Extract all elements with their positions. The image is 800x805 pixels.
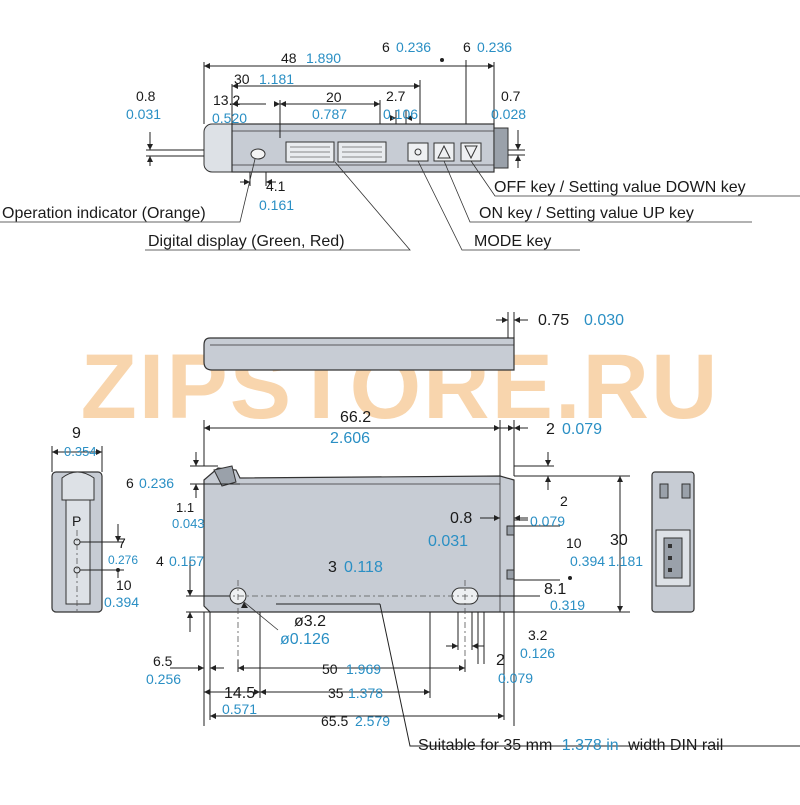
side-clip <box>213 465 237 487</box>
dim-3-in: 0.118 <box>344 559 383 576</box>
dim-13-2-in: 0.520 <box>212 110 247 126</box>
end-view-left: P 9 0.354 7 0.276 10 0.394 <box>51 425 139 613</box>
dim-8-1: 8.1 <box>544 581 566 598</box>
dim-35: 35 <box>328 685 344 701</box>
callout-digital-display: Digital display (Green, Red) <box>148 233 345 250</box>
dim-0-7: 0.7 <box>501 88 521 104</box>
dim-20: 20 <box>326 89 342 105</box>
callout-off-key: OFF key / Setting value DOWN key <box>494 179 746 196</box>
dim-2: 2 <box>546 421 555 438</box>
dim-14-5: 14.5 <box>224 685 255 702</box>
profile-outline <box>203 337 515 371</box>
dim-6-5: 6.5 <box>153 653 173 669</box>
dim-6-5-in: 0.256 <box>146 671 181 687</box>
dim-8-1-in: 0.319 <box>550 597 585 613</box>
top-view: 48 1.890 6 0.236 6 0.236 30 1.181 0.8 0.… <box>0 39 800 251</box>
end-left-face <box>65 499 91 605</box>
callout-on-key: ON key / Setting value UP key <box>479 205 694 222</box>
dim-14-5-in: 0.571 <box>222 701 257 717</box>
din-note-pre: Suitable for 35 mm <box>418 737 552 754</box>
dim-20-in: 0.787 <box>312 106 347 122</box>
dim-2c-in: 0.079 <box>498 670 533 686</box>
callout-mode-key: MODE key <box>474 233 551 250</box>
dim-0-8-in: 0.031 <box>126 106 161 122</box>
dim-30: 30 <box>234 71 250 87</box>
dim-4-1-in: 0.161 <box>259 197 294 213</box>
dim-6-in: 0.236 <box>139 475 174 491</box>
operation-indicator-led <box>250 148 266 160</box>
dim-0-75-in: 0.030 <box>584 312 624 329</box>
end-right-connector-inner <box>663 537 683 579</box>
dim-2-7: 2.7 <box>386 88 406 104</box>
callout-operation-indicator: Operation indicator (Orange) <box>2 205 206 222</box>
dim-6: 6 <box>126 475 134 491</box>
dim-4-1: 4.1 <box>266 178 286 194</box>
dim-0-7-in: 0.028 <box>491 106 526 122</box>
dim-0-75: 0.75 <box>538 312 569 329</box>
din-rail-note: Suitable for 35 mm 1.378 in width DIN ra… <box>418 737 723 754</box>
dim-65-5-in: 2.579 <box>355 713 390 729</box>
dim-9-in: 0.354 <box>64 444 97 459</box>
top-view-right-cap <box>493 127 509 169</box>
dim-2-in: 0.079 <box>562 421 602 438</box>
dim-50-in: 1.969 <box>346 661 381 677</box>
dim-10-side-in: 0.394 <box>570 553 605 569</box>
dim-2b: 2 <box>560 493 568 509</box>
dim-66-2-in: 2.606 <box>330 430 370 447</box>
dim-0-8-side: 0.8 <box>450 510 472 527</box>
side-view-main: 66.2 2.606 2 0.079 6 0.236 1.1 0.043 2 0… <box>126 409 800 754</box>
side-notch-2 <box>506 569 515 580</box>
triangle-down-icon <box>464 145 478 160</box>
dim-48: 48 <box>281 50 297 66</box>
dim-9: 9 <box>72 425 81 442</box>
dim-7: 7 <box>118 535 126 551</box>
dim-2b-in: 0.079 <box>530 513 565 529</box>
dim-6a-in: 0.236 <box>396 39 431 55</box>
dim-2-7-in: 0.106 <box>383 106 418 122</box>
dim-66-2: 66.2 <box>340 409 371 426</box>
end-right-tab-1 <box>659 483 669 499</box>
dim-1-1: 1.1 <box>176 500 194 515</box>
dim-3-2-in: 0.126 <box>520 645 555 661</box>
dim-30-side-in: 1.181 <box>608 553 643 569</box>
dim-10-side: 10 <box>566 535 582 551</box>
dim-30-side: 30 <box>610 532 628 549</box>
dim-7-in: 0.276 <box>108 553 138 567</box>
end-view-right <box>651 471 695 613</box>
dim-35-in: 1.378 <box>348 685 383 701</box>
dim-10-end-in: 0.394 <box>104 594 139 610</box>
side-view-profile: 0.75 0.030 <box>203 312 624 371</box>
din-note-post: width DIN rail <box>627 737 723 754</box>
dim-6b: 6 <box>463 39 471 55</box>
dim-13-2: 13.2 <box>213 92 240 108</box>
dim-48-in: 1.890 <box>306 50 341 66</box>
dim-30-in: 1.181 <box>259 71 294 87</box>
din-note-inch: 1.378 in <box>562 737 619 754</box>
dim-6b-in: 0.236 <box>477 39 512 55</box>
dim-2c: 2 <box>496 652 505 669</box>
dim-6a: 6 <box>382 39 390 55</box>
mode-key <box>407 142 429 162</box>
dim-10-end: 10 <box>116 577 132 593</box>
triangle-up-icon <box>437 144 451 159</box>
dim-50: 50 <box>322 661 338 677</box>
dim-dia-3-2: ø3.2 <box>294 613 326 630</box>
dim-dia-3-2-in: ø0.126 <box>280 631 330 648</box>
side-notch-1 <box>506 525 515 536</box>
dim-3-2: 3.2 <box>528 627 548 643</box>
dim-0-8-side-in: 0.031 <box>428 533 468 550</box>
end-left-clip <box>61 471 95 501</box>
dim-65-5: 65.5 <box>321 713 348 729</box>
dim-4-in: 0.157 <box>169 553 204 569</box>
mode-key-circle-icon <box>414 148 422 156</box>
end-right-tab-2 <box>681 483 691 499</box>
dim-3: 3 <box>328 559 337 576</box>
dim-1-1-in: 0.043 <box>172 516 205 531</box>
dim-4: 4 <box>156 553 164 569</box>
end-view-label-p: P <box>72 513 81 529</box>
dim-0-8: 0.8 <box>136 88 156 104</box>
